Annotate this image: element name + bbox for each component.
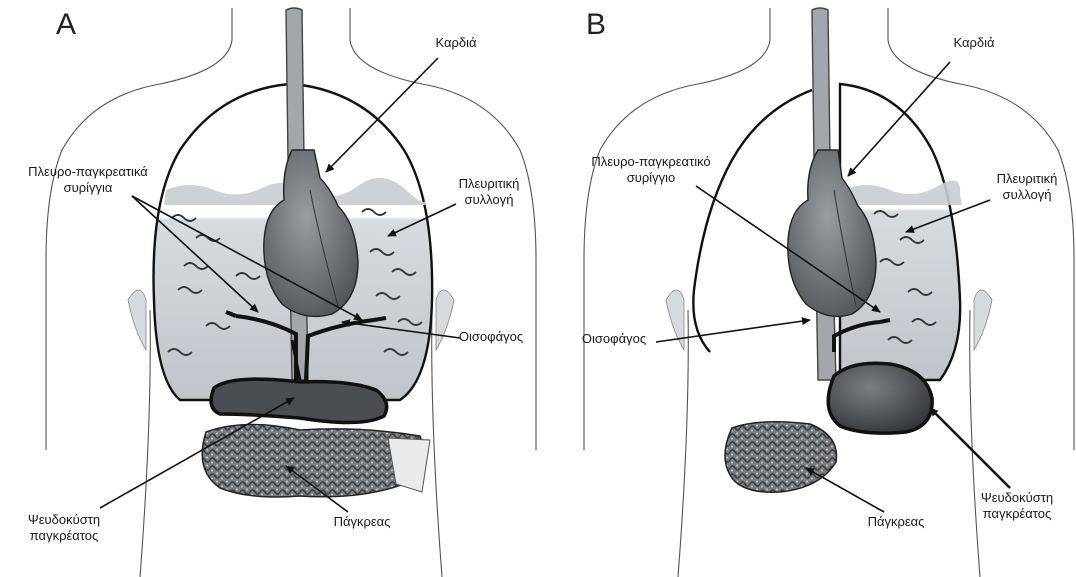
label-pseudocyst-b-1: Ψευδοκύστη (981, 490, 1053, 505)
arrow-pseudocyst-b (930, 408, 1010, 488)
label-effusion-a-2: συλλογή (465, 192, 514, 207)
arrow-pancreas-b (806, 468, 884, 512)
label-pseudocyst-b-2: παγκρέατος (983, 506, 1051, 521)
panel-a: A (28, 8, 536, 577)
label-fistula-b-2: συρίγγιο (627, 170, 676, 185)
label-pseudocyst-a-1: Ψευδοκύστη (28, 512, 100, 527)
label-effusion-b-1: Πλευριτική (997, 171, 1058, 186)
label-heart-a: Καρδιά (435, 35, 477, 50)
label-effusion-b-2: συλλογή (1003, 187, 1052, 202)
pseudocyst-b (828, 363, 932, 433)
panel-b: B Καρδιά Πλευρο-παγκρεατι (582, 8, 1074, 577)
label-pseudocyst-a-2: παγκρέατος (30, 528, 98, 543)
arm-shadow-right-b (974, 290, 992, 350)
panel-a-letter: A (56, 8, 76, 41)
label-esophagus-a: Οισοφάγος (459, 329, 523, 344)
label-pancreas-a: Πάγκρεας (334, 514, 391, 529)
label-heart-b: Καρδιά (953, 35, 995, 50)
label-fistula-a-1: Πλευρο-παγκρεατικά (28, 164, 148, 179)
pseudocyst-a (211, 379, 387, 422)
label-effusion-a-1: Πλευριτική (459, 176, 520, 191)
panel-b-letter: B (586, 8, 606, 41)
arm-shadow-left-a (128, 290, 146, 350)
label-fistula-a-2: συρίγγια (64, 180, 113, 195)
pancreas-b (725, 422, 836, 492)
label-fistula-b-1: Πλευρο-παγκρεατικό (591, 154, 710, 169)
arm-shadow-left-b (666, 290, 684, 350)
arm-shadow-right-a (436, 290, 454, 350)
label-pancreas-b: Πάγκρεας (868, 514, 925, 529)
label-esophagus-b: Οισοφάγος (582, 331, 646, 346)
